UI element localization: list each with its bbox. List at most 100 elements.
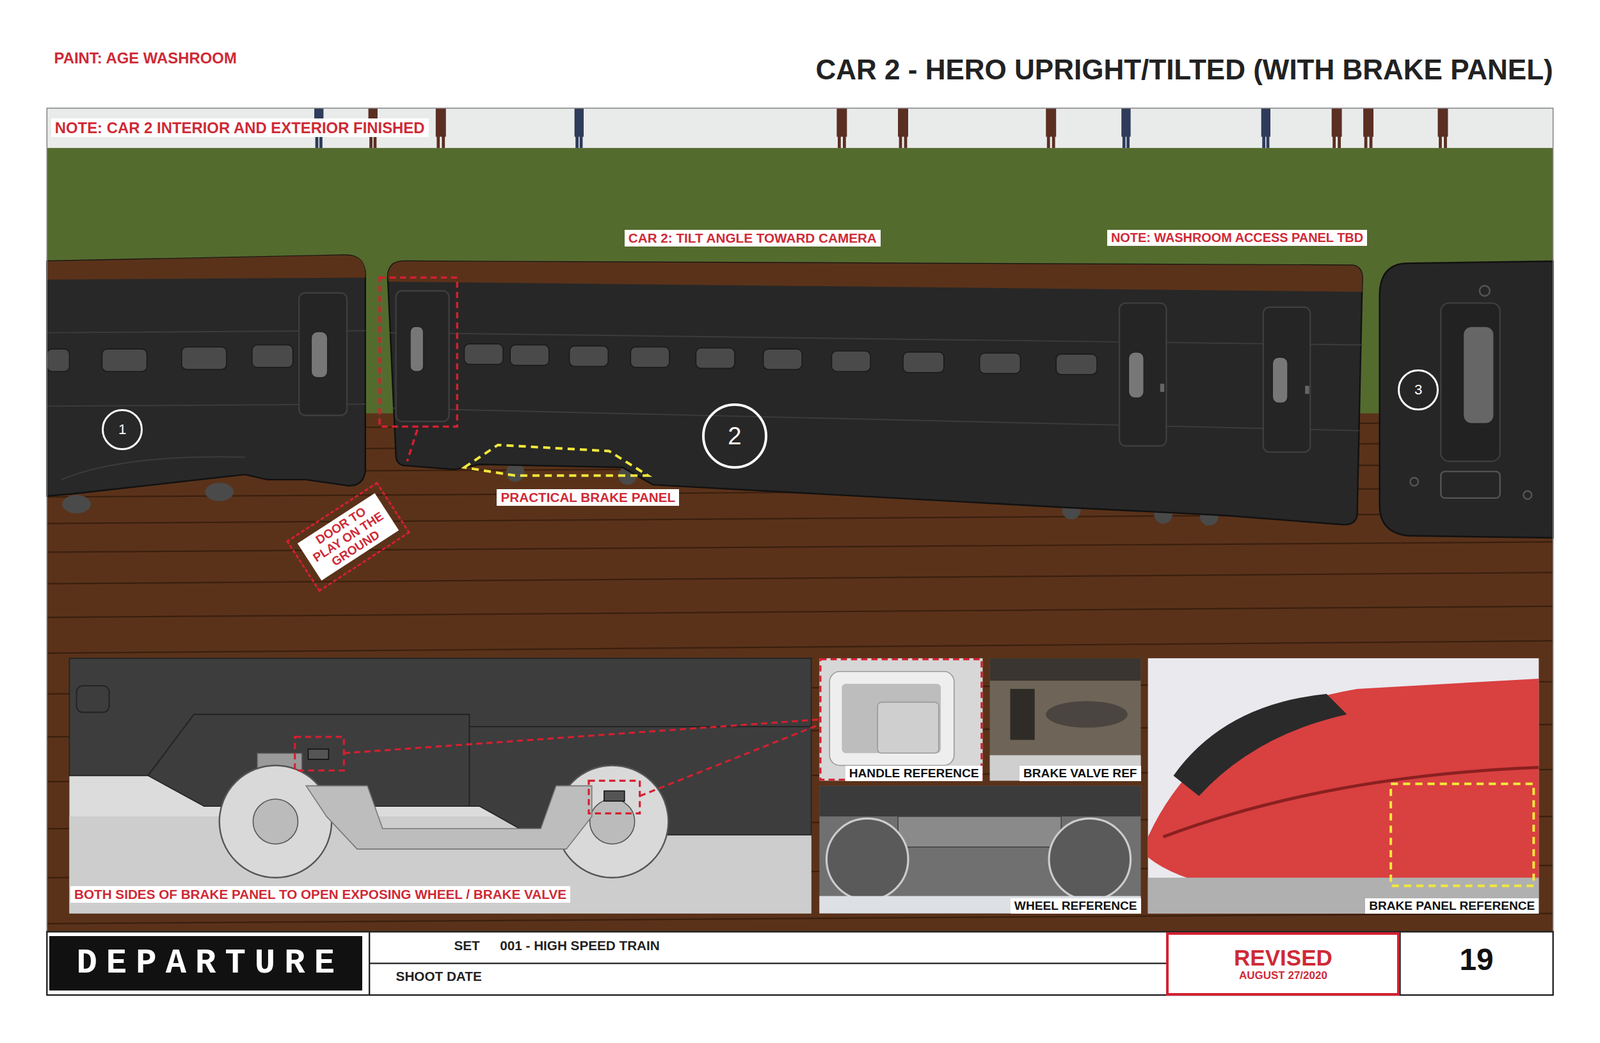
brake-panel-render-part: [295, 719, 820, 814]
car-2-part: [387, 261, 1363, 525]
sheet-number: 19: [1459, 942, 1494, 978]
crowd-silhouettes-part-part: [441, 135, 445, 148]
node-text: 2: [727, 421, 742, 450]
reference-label: BRAKE PANEL REFERENCE: [1365, 897, 1539, 914]
reference-label: BRAKE VALVE REF: [1019, 765, 1142, 781]
note-label: NOTE: WASHROOM ACCESS PANEL TBD: [1107, 229, 1368, 246]
plank-lines-part: [46, 572, 1553, 584]
plank-lines-part: [46, 913, 1553, 924]
car-1-part: [311, 331, 328, 378]
crowd-silhouettes-part: [836, 108, 847, 148]
crowd-silhouettes-part-part: [1369, 135, 1373, 148]
car-3: [1379, 261, 1554, 538]
brake-panel-render-part: [604, 790, 625, 801]
brake-panel-render-part: [76, 685, 110, 712]
car-1-part: [46, 348, 70, 372]
crowd-silhouettes-part-part: [369, 135, 373, 148]
car-2-part-part: [464, 343, 504, 365]
note-label: CAR 2: TILT ANGLE TOWARD CAMERA: [624, 229, 881, 247]
car-2-part-part: [569, 345, 609, 367]
reference-label: HANDLE REFERENCE: [845, 765, 984, 781]
sheet-title: CAR 2 - HERO UPRIGHT/TILTED (WITH BRAKE …: [816, 53, 1554, 87]
car-3-part: [1479, 285, 1490, 296]
crowd-silhouettes-part-part: [435, 108, 447, 137]
car-2-part-part: [979, 353, 1021, 374]
brake-panel-render: [69, 657, 820, 913]
note-label: BOTH SIDES OF BRAKE PANEL TO OPEN EXPOSI…: [70, 885, 571, 903]
car-2-part-part: [510, 344, 550, 366]
door-callout-part: [379, 277, 457, 427]
handle-photo-part: [829, 671, 955, 766]
brake-panel-render-part: [219, 764, 332, 877]
node-text: DEPARTURE: [67, 943, 344, 983]
brake-panel-photo-part: [1148, 678, 1540, 888]
car-1-part: [298, 292, 347, 415]
crowd-silhouettes-part: [1045, 108, 1056, 148]
brake-panel-render-part: [308, 748, 329, 760]
brake-panel-render-part-part: [640, 724, 820, 797]
car-3-part: [1523, 490, 1532, 500]
car-2-part: [464, 343, 1097, 375]
reference-label: WHEEL REFERENCE: [1010, 897, 1142, 914]
callout-circle: 1: [101, 408, 143, 450]
car-1-part: [61, 456, 246, 480]
plank-lines-part: [46, 541, 1553, 552]
handle-photo-part: [877, 702, 939, 754]
crowd-silhouettes-part-part: [574, 108, 584, 137]
car-1-part: [46, 254, 365, 496]
wheel-photo-part: [819, 895, 1141, 913]
car-2-part: [410, 326, 424, 372]
car-1-part: [252, 344, 294, 368]
crowd-silhouettes-part-part: [436, 135, 440, 148]
brake-panel-render-part: [252, 798, 298, 844]
crowd-silhouettes-part: [897, 108, 909, 148]
wheel-photo-part: [819, 785, 1141, 913]
node-text: AUGUST 27/2020: [1239, 969, 1328, 982]
car-2-part-part: [695, 348, 735, 369]
title-block-field: SET: [454, 937, 480, 953]
wheel-photo-part: [826, 817, 909, 900]
car-2-part: [387, 261, 1363, 292]
car-1-part: [62, 494, 91, 514]
crowd-silhouettes-part: [1363, 108, 1374, 148]
revision-box: REVISEDAUGUST 27/2020: [1166, 931, 1400, 996]
crowd-silhouettes-part-part: [1126, 135, 1130, 148]
car-2-part: [1304, 385, 1309, 395]
brake-panel-render-part: [305, 785, 592, 849]
car-3-part: [1463, 326, 1494, 424]
paint-note: PAINT: AGE WASHROOM: [54, 49, 237, 67]
node-text: 1: [118, 421, 127, 438]
scene-ground: [46, 108, 1553, 932]
logo-box: DEPARTURE: [49, 935, 363, 991]
handle-photo-part: [841, 683, 941, 753]
crowd-silhouettes-part-part: [1261, 108, 1271, 137]
crowd-silhouettes-part-part: [899, 135, 903, 148]
car-2: [387, 261, 1363, 526]
car-2-part: [1160, 383, 1165, 392]
crowd-silhouettes-part-part: [1121, 108, 1131, 137]
node-text: DOOR TO PLAY ON THE GROUND: [296, 492, 399, 580]
brake-panel-render-part-part: [588, 780, 640, 813]
note-label: NOTE: CAR 2 INTERIOR AND EXTERIOR FINISH…: [51, 118, 429, 137]
crowd-silhouettes-part-part: [1363, 108, 1374, 137]
callout-label: PRACTICAL BRAKE PANEL: [496, 488, 680, 506]
brake-panel-photo: [1148, 657, 1540, 913]
car-3-part: [1440, 302, 1500, 461]
brake-valve-photo-part: [990, 657, 1142, 781]
handle-photo: [819, 657, 983, 781]
wheel-photo: [819, 785, 1141, 913]
brake-valve-photo-part: [990, 755, 1142, 781]
wheel-photo-part: [819, 785, 1141, 816]
car-3-part: [1379, 261, 1554, 538]
brake-panel-render-part: [469, 725, 811, 728]
crowd-silhouettes-part-part: [1262, 135, 1266, 148]
brake-panel-render-part-part: [295, 736, 345, 771]
plank-lines-part: [46, 606, 1553, 618]
car-2-part: [396, 290, 450, 422]
handle-photo-part: [819, 657, 983, 781]
node-text: REVISED: [1233, 945, 1333, 971]
wheel-photo-part: [897, 816, 1062, 847]
crowd-silhouettes-part-part: [1437, 108, 1448, 137]
